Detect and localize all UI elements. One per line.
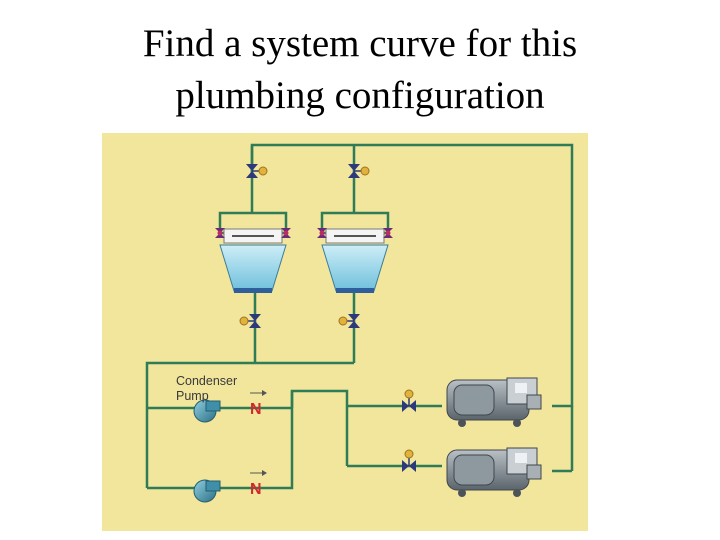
check-valve-2-symbol: N	[250, 481, 262, 498]
condenser-label-line-1: Condenser	[176, 374, 237, 388]
chiller-2	[446, 447, 542, 497]
return-header	[145, 361, 354, 488]
chiller-1	[446, 377, 542, 427]
check-valve-2: N	[250, 470, 267, 498]
cooling-tower-1	[215, 228, 291, 293]
plumbing-diagram: N N Condenser Pump	[102, 133, 588, 531]
check-valve-1-symbol: N	[250, 401, 262, 418]
condenser-pump-2	[193, 479, 221, 503]
condenser-label-line-2: Pump	[176, 389, 209, 403]
cooling-tower-2	[317, 228, 393, 293]
title-line-2: plumbing configuration	[175, 74, 545, 117]
piping	[145, 143, 574, 490]
condenser-pump-1	[193, 399, 221, 423]
title-line-1: Find a system curve for this	[142, 22, 578, 65]
slide-title: Find a system curve for this plumbing co…	[0, 18, 720, 122]
check-valve-1: N	[250, 390, 267, 418]
